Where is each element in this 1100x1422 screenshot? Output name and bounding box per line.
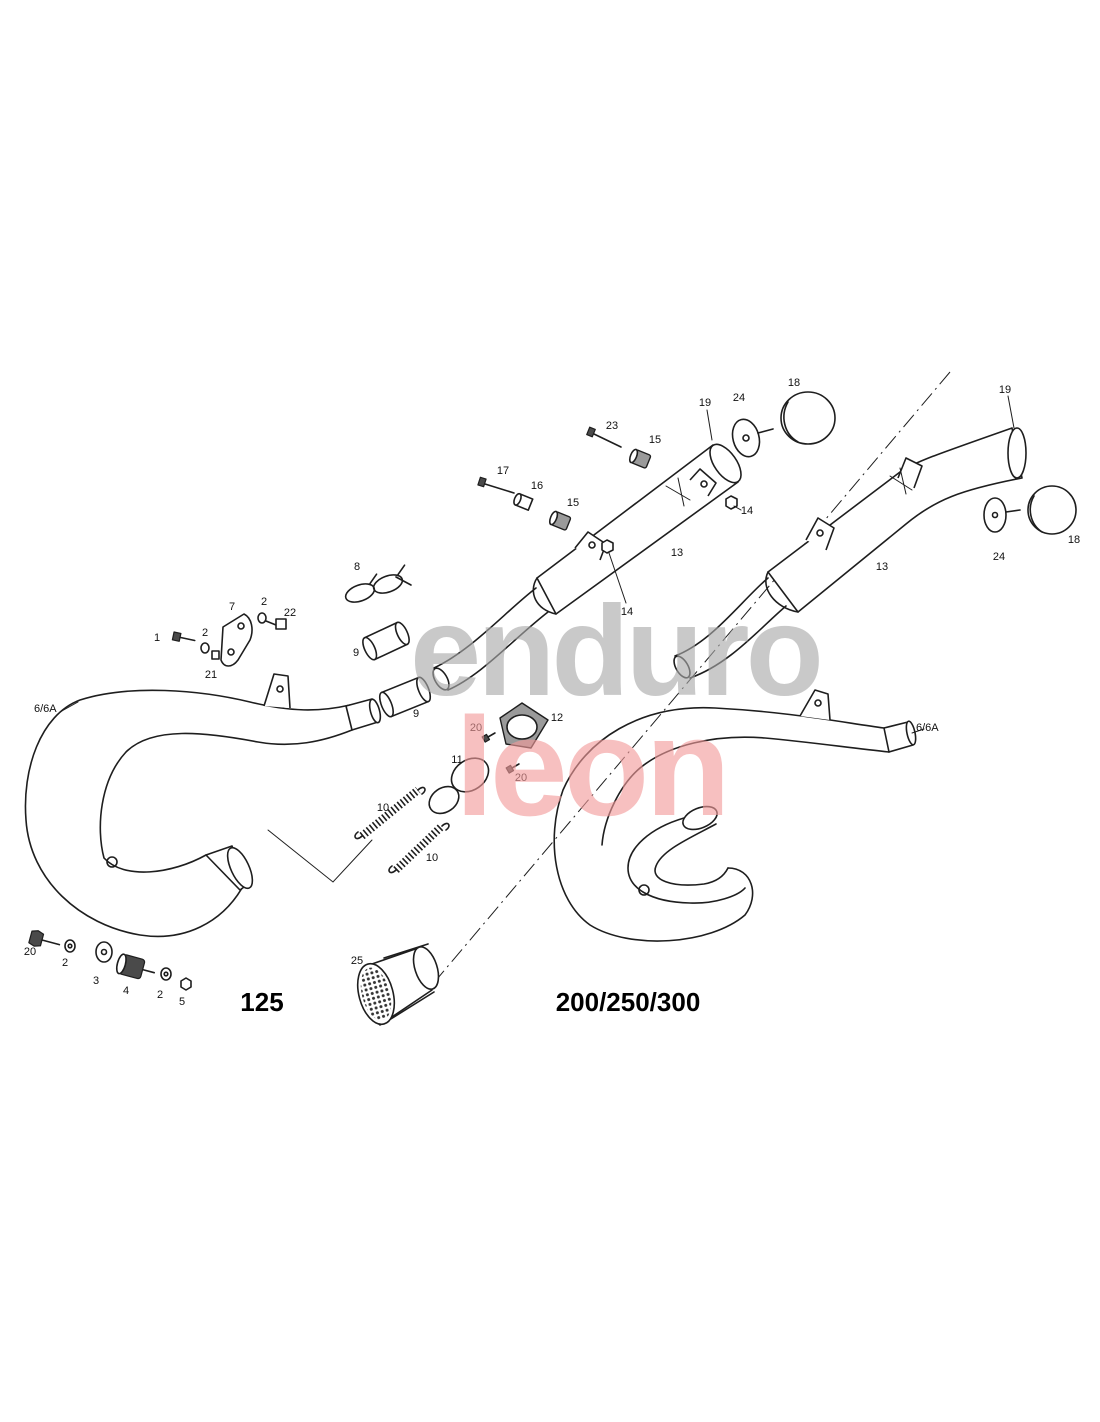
washer-icon xyxy=(95,941,113,963)
silencer-insert-25 xyxy=(356,943,440,1026)
washer-icon xyxy=(64,939,76,953)
end-cap-18-right xyxy=(1027,485,1077,535)
leader-lines xyxy=(59,395,1015,734)
callout-2: 2 xyxy=(261,596,267,608)
bolt-icon xyxy=(28,930,61,947)
callout-20: 20 xyxy=(470,722,482,734)
flange-12 xyxy=(499,702,549,749)
callout-16: 16 xyxy=(531,480,543,492)
callout-1: 1 xyxy=(154,632,160,644)
callout-10: 10 xyxy=(426,852,438,864)
callout-24: 24 xyxy=(993,551,1005,563)
mount-hardware xyxy=(28,930,192,991)
callout-9: 9 xyxy=(413,708,419,720)
nut-14-lower xyxy=(601,539,614,554)
sleeve-upper xyxy=(362,621,410,661)
spacer-16 xyxy=(513,492,534,511)
callout-4: 4 xyxy=(123,985,129,997)
callout-6-6a-right: 6/6A xyxy=(916,722,939,734)
gasket-ring-small xyxy=(428,785,460,815)
nut-icon xyxy=(211,650,220,660)
clamp-pair xyxy=(344,564,412,603)
washer-24 xyxy=(731,418,774,458)
end-cap-18 xyxy=(780,391,836,445)
callout-24: 24 xyxy=(733,392,745,404)
expansion-chamber-125 xyxy=(24,673,382,938)
watermark-line-1: enduro xyxy=(410,580,820,723)
callout-18: 18 xyxy=(788,377,800,389)
callout-7: 7 xyxy=(229,601,235,613)
callout-3: 3 xyxy=(93,975,99,987)
callout-15: 15 xyxy=(649,434,661,446)
bolt-20-upper xyxy=(481,732,496,743)
callout-15: 15 xyxy=(567,497,579,509)
model-label-125: 125 xyxy=(240,987,283,1017)
callout-20: 20 xyxy=(515,772,527,784)
callout-9: 9 xyxy=(353,647,359,659)
callout-8: 8 xyxy=(354,561,360,573)
callout-19: 19 xyxy=(999,384,1011,396)
callout-12: 12 xyxy=(551,712,563,724)
model-label-200-250-300: 200/250/300 xyxy=(556,987,701,1017)
bolt-23 xyxy=(586,426,622,448)
callout-14: 14 xyxy=(741,505,753,517)
bracket-assembly xyxy=(171,612,287,667)
sleeve-lower xyxy=(378,676,432,718)
spring-leader-line xyxy=(267,829,373,883)
watermark-line-2: leon xyxy=(455,688,727,845)
grommet-15 xyxy=(548,510,572,531)
nut-icon xyxy=(180,977,192,991)
grommet-15-upper xyxy=(628,448,652,469)
spring-upper xyxy=(354,786,426,840)
callout-19: 19 xyxy=(699,397,711,409)
callout-13: 13 xyxy=(671,547,683,559)
bolt-20-lower xyxy=(505,763,520,774)
callout-2: 2 xyxy=(157,989,163,1001)
washer-icon xyxy=(200,642,210,654)
callout-14: 14 xyxy=(621,606,633,618)
callout-6-6a-left: 6/6A xyxy=(34,703,57,715)
callout-5: 5 xyxy=(179,996,185,1008)
callout-20: 20 xyxy=(24,946,36,958)
silencer-125 xyxy=(432,443,742,691)
washer-24-right xyxy=(983,497,1021,533)
washer-icon xyxy=(257,612,267,624)
callout-2: 2 xyxy=(202,627,208,639)
callout-18: 18 xyxy=(1068,534,1080,546)
callout-17: 17 xyxy=(497,465,509,477)
bolt-icon xyxy=(171,631,196,642)
spring-lower xyxy=(388,822,450,874)
washer-icon xyxy=(160,967,172,981)
expansion-chamber-200-250-300 xyxy=(553,689,917,942)
bolt-icon xyxy=(265,618,287,630)
callout-23: 23 xyxy=(606,420,618,432)
callout-22: 22 xyxy=(284,607,296,619)
callout-21: 21 xyxy=(205,669,217,681)
bolt-17 xyxy=(477,476,515,494)
watermark-logo: enduro leon xyxy=(410,580,824,845)
gasket-ring-11 xyxy=(450,757,490,793)
rubber-mount-icon xyxy=(115,953,156,980)
silencer-200-250-300 xyxy=(673,427,1027,679)
callout-25: 25 xyxy=(351,955,363,967)
callout-11: 11 xyxy=(451,754,462,766)
callout-labels: 6/6A 1 2 7 2 22 21 8 9 9 17 16 15 23 15 … xyxy=(24,377,1080,1008)
model-separator-line xyxy=(431,371,951,986)
callout-2: 2 xyxy=(62,957,68,969)
callout-13: 13 xyxy=(876,561,888,573)
callout-10: 10 xyxy=(377,802,389,814)
